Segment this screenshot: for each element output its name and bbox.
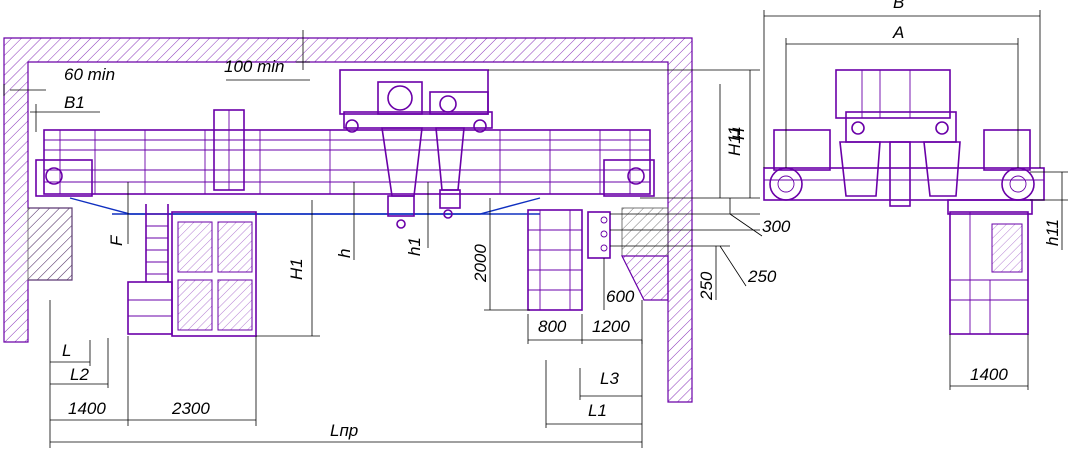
dim-800: 800 — [538, 317, 567, 336]
dim-L3: L3 — [600, 369, 619, 388]
operator-cabin-left — [127, 211, 257, 337]
dim-1400-right: 1400 — [970, 365, 1008, 384]
maintenance-platform — [527, 209, 611, 311]
dim-b1: B1 — [64, 93, 85, 112]
dim-L1: L1 — [588, 401, 607, 420]
dim-H: H — [729, 127, 748, 140]
dim-300: 300 — [762, 217, 791, 236]
dim-250-a: 250 — [747, 267, 777, 286]
dim-F: F — [107, 234, 126, 246]
dim-A: A — [892, 23, 904, 42]
dim-250-b: 250 — [697, 271, 716, 301]
access-ladder — [145, 204, 169, 282]
dim-1400-left: 1400 — [68, 399, 106, 418]
crane-side-view — [763, 69, 1045, 335]
dim-L: L — [62, 341, 71, 360]
dim-Lpr: Lпр — [330, 421, 358, 440]
dim-100-min: 100 min — [224, 57, 284, 76]
dim-h1: h1 — [405, 237, 424, 256]
bridge-girder — [35, 109, 655, 215]
dim-h11-left: H11 — [725, 126, 744, 156]
building-outline — [3, 37, 693, 403]
dim-H1: H1 — [287, 258, 306, 280]
dimension-lines — [3, 10, 1068, 448]
dim-600: 600 — [606, 287, 635, 306]
right-column-block — [621, 207, 669, 257]
dim-1200: 1200 — [592, 317, 630, 336]
left-column-block — [27, 207, 73, 281]
dim-60-min: 60 min — [64, 65, 115, 84]
dim-h: h — [335, 249, 354, 258]
dim-L2: L2 — [70, 365, 89, 384]
dim-B: B — [893, 0, 904, 12]
dim-2000: 2000 — [471, 244, 490, 283]
dim-h11-right: h11 — [1043, 219, 1062, 246]
trolley-assembly — [339, 69, 493, 229]
dim-2300: 2300 — [171, 399, 210, 418]
